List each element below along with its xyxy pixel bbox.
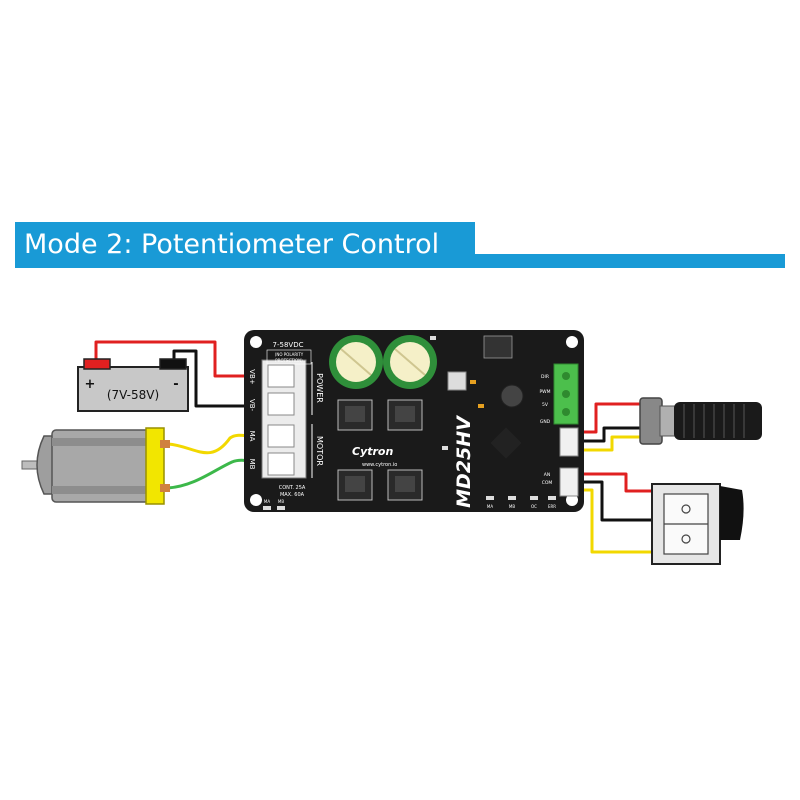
terminal-mb-label: MB bbox=[248, 459, 256, 470]
terminal-ma-label: MA bbox=[248, 431, 256, 442]
brand-logo: Cytron bbox=[352, 445, 393, 458]
no-polarity-label: (NO POLARITY bbox=[275, 352, 304, 357]
led-ma-label-left: MA bbox=[264, 499, 270, 504]
current-continuous-label: CONT. 25A bbox=[279, 485, 306, 491]
power-section-label: POWER bbox=[315, 373, 324, 403]
page-title: Mode 2: Potentiometer Control bbox=[24, 229, 440, 260]
battery-icon: + - (7V-58V) bbox=[77, 358, 189, 412]
led-mb-label: MB bbox=[509, 504, 515, 509]
battery-positive-wire bbox=[94, 340, 264, 378]
switch-yellow-wire bbox=[576, 488, 654, 554]
switch-red-wire bbox=[576, 472, 654, 493]
motor-driver-board-icon: VB+ VB- MA MB POWER MOTOR 7-58VDC (NO PO… bbox=[244, 330, 584, 512]
pin-pwm-label: PWM bbox=[539, 389, 550, 395]
dc-motor-icon bbox=[21, 427, 170, 505]
battery-negative-wire bbox=[172, 349, 264, 408]
motor-section-label: MOTOR bbox=[315, 436, 324, 466]
pot-yellow-wire bbox=[576, 435, 642, 452]
terminal-vb-minus-label: VB- bbox=[248, 399, 256, 412]
pot-black-wire bbox=[576, 426, 642, 443]
pin-an-label: AN bbox=[544, 472, 550, 478]
battery-minus-sign: - bbox=[173, 377, 178, 392]
led-mb-label-left: MB bbox=[278, 499, 284, 504]
battery-plus-sign: + bbox=[85, 377, 96, 392]
pin-gnd-label: GND bbox=[540, 419, 551, 425]
pin-5v-label: 5V bbox=[542, 402, 549, 408]
battery-voltage-label: (7V-58V) bbox=[107, 388, 159, 402]
wires bbox=[94, 340, 654, 554]
protection-label: PROTECTION) bbox=[275, 358, 303, 363]
terminal-vb-plus-label: VB+ bbox=[248, 369, 256, 385]
pin-dir-label: DIR bbox=[541, 374, 549, 380]
title-banner-rule bbox=[475, 254, 785, 268]
current-max-label: MAX. 60A bbox=[280, 492, 305, 498]
board-model-label: MD25HV bbox=[453, 415, 475, 508]
rocker-switch-icon bbox=[651, 483, 744, 565]
brand-website: www.cytron.io bbox=[362, 462, 397, 468]
pin-com-label: COM bbox=[542, 480, 553, 486]
led-ma-label: MA bbox=[487, 504, 493, 509]
led-oc-label: OC bbox=[531, 504, 537, 509]
power-voltage-label: 7-58VDC bbox=[273, 341, 304, 349]
switch-black-wire bbox=[576, 480, 654, 522]
pot-red-wire bbox=[576, 402, 642, 434]
led-err-label: ERR bbox=[548, 504, 556, 509]
potentiometer-icon bbox=[639, 397, 762, 445]
title-banner bbox=[15, 222, 475, 268]
